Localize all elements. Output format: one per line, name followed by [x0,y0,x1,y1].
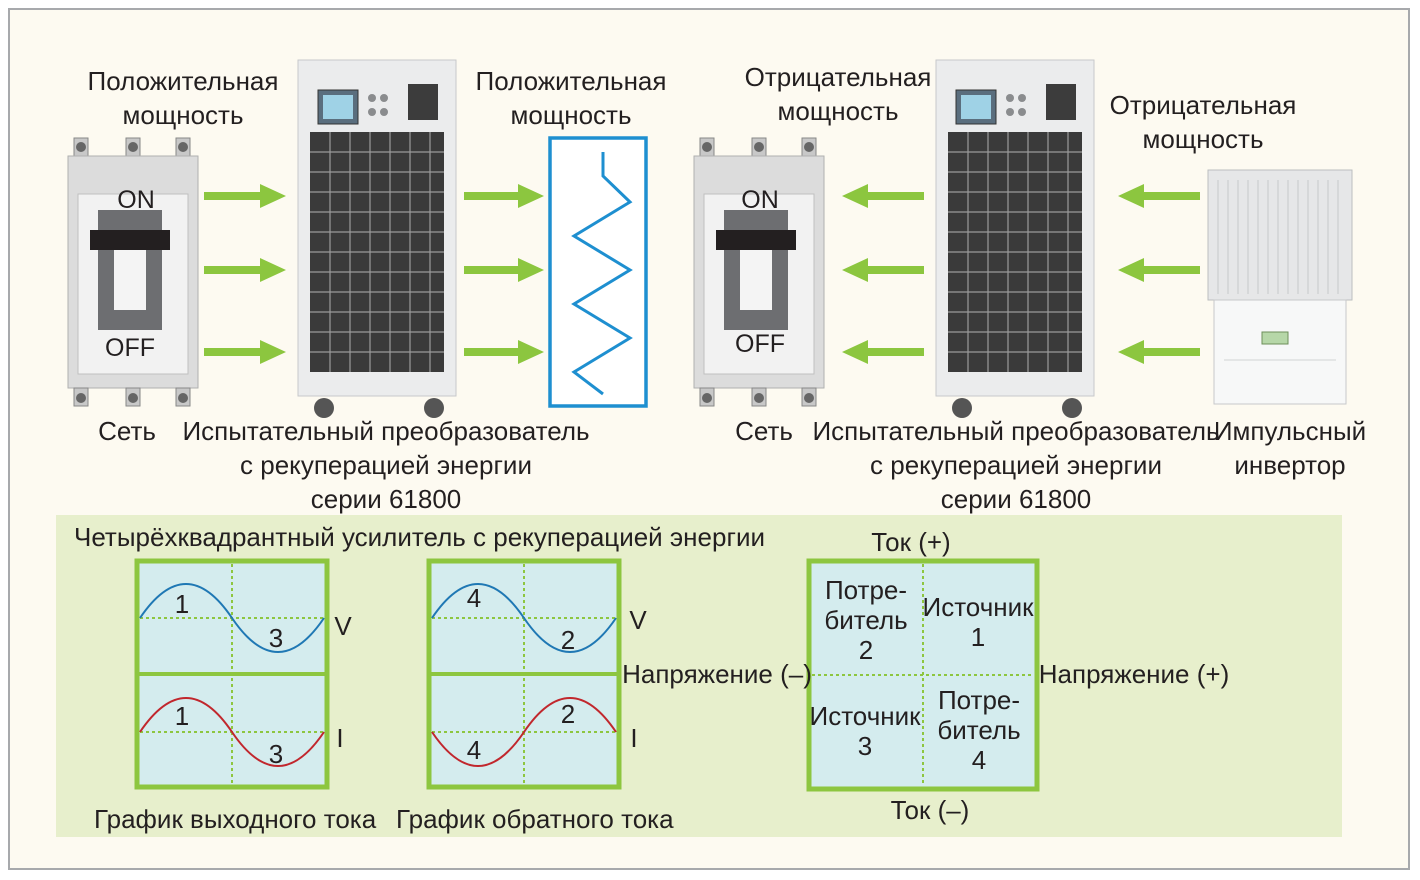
arrows-right-group-2 [464,184,544,364]
output-current-graph [134,558,330,790]
switch-off-label-right: OFF [735,330,785,358]
four-quadrant-title: Четырёхквадрантный усилитель с рекуперац… [74,522,765,552]
output-i-label: I [336,723,344,753]
switch-off-label-left: OFF [105,334,155,362]
voltage-minus-label: Напряжение (–) [622,659,812,689]
output-i-num-2: 3 [268,739,284,769]
output-v-num-1: 1 [174,589,190,619]
converter-cabinet-left [297,59,457,418]
output-current-caption: График выходного тока [94,804,377,834]
grid-label-right: Сеть [735,416,793,446]
pulse-inverter [1207,169,1353,405]
resistor-load [548,136,648,408]
quadrant-diagram [806,558,1040,792]
switch-on-label-left: ON [117,186,155,214]
arrows-right-group-1 [204,184,286,364]
reverse-v-num-1: 4 [466,583,482,613]
breaker-switch-left [67,137,199,407]
reverse-i-label: I [630,723,638,753]
reverse-i-num-2: 2 [560,699,576,729]
output-i-num-1: 1 [174,701,190,731]
reverse-current-caption: График обратного тока [396,804,674,834]
reverse-v-num-2: 2 [560,625,576,655]
switch-on-label-right: ON [741,186,779,214]
converter-cabinet-right [935,59,1095,418]
grid-label-left: Сеть [98,416,156,446]
reverse-v-label: V [629,605,647,635]
arrows-left-group-2 [1118,184,1200,364]
output-v-num-2: 3 [268,623,284,653]
breaker-switch-right [693,137,825,407]
voltage-plus-label: Напряжение (+) [1038,659,1230,689]
arrows-left-group-1 [842,184,924,364]
current-plus-label: Ток (+) [871,527,951,557]
output-v-label: V [334,611,352,641]
current-minus-label: Ток (–) [890,795,970,825]
reverse-i-num-1: 4 [466,735,482,765]
reverse-current-graph [426,558,622,790]
